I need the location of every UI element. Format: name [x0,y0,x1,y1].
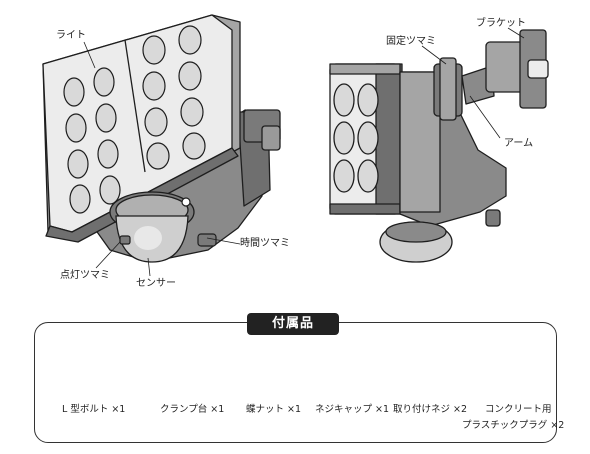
front-knobs [119,197,217,247]
front-led-grid-left [63,67,121,214]
accessory-label-screw-cap: ネジキャップ ×1 [315,404,390,415]
accessory-label-mounting-screw: 取り付けネジ ×2 [393,404,468,415]
accessory-label-clamp-base: クランプ台 ×1 [160,404,225,415]
light-label: ライト [56,30,86,41]
accessory-label-wall-plug-line2: プラスチックプラグ ×2 [462,420,565,431]
front-sensor [109,191,195,263]
side-light-unit [329,29,549,263]
time-knob-label: 時間ツマミ [240,238,290,249]
arm-label: アーム [504,138,534,149]
side-leader-lines [421,27,525,139]
front-led-grid-right [142,25,206,170]
accessory-label-wall-plug: コンクリート用 [485,404,552,415]
accessory-label-l-bolt: L 型ボルト ×1 [62,404,126,415]
front-leader-lines [83,41,241,277]
accessories-box [34,322,557,443]
accessory-label-wing-nut: 蝶ナット ×1 [246,404,302,415]
light-knob-label: 点灯ツマミ [60,270,110,281]
sensor-label: センサー [136,278,176,289]
accessories-title: 付属品 [247,313,339,335]
bracket-label: ブラケット [476,18,526,29]
lock-knob-label: 固定ツマミ [386,36,436,47]
